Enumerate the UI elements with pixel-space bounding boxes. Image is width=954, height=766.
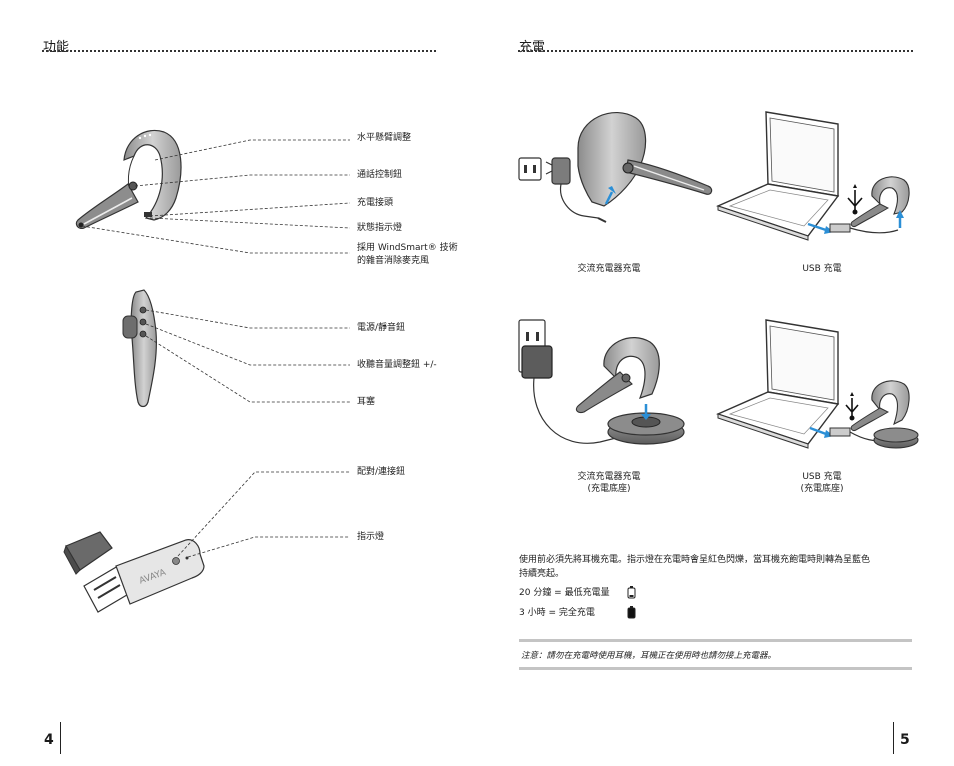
charge-arrow-icon bbox=[604, 191, 614, 205]
caption-ac-base-line1: 交流充電器充電 bbox=[577, 472, 641, 482]
note-text: 注意：請勿在充電時使用耳機，耳機正在使用時也請勿接上充電器。 bbox=[521, 651, 777, 661]
caption-usb-base-line2: (充電底座) bbox=[800, 484, 844, 494]
charging-description-line2: 持續亮起。 bbox=[519, 569, 565, 579]
charge-time-full: 3 小時 = 完全充電 bbox=[519, 608, 595, 618]
page-number-right-bar bbox=[893, 722, 894, 754]
caption-ac-base-line2: (充電底座) bbox=[587, 484, 631, 494]
page-number-left: 4 bbox=[44, 732, 54, 748]
label-power-mute-button: 電源/靜音鈕 bbox=[357, 323, 406, 333]
usb-symbol-icon bbox=[847, 184, 863, 215]
laptop-usb-base-illustration bbox=[716, 319, 840, 449]
headset-small-usb-illustration bbox=[850, 176, 910, 227]
laptop-usb-illustration bbox=[716, 111, 840, 241]
label-microphone: 採用 WindSmart® 技術 的雜音消除麥克風 bbox=[357, 242, 458, 268]
usb-symbol-icon bbox=[845, 392, 859, 421]
wall-outlet-illustration bbox=[518, 157, 607, 223]
label-microphone-line1: 採用 WindSmart® 技術 bbox=[357, 243, 458, 253]
charging-title-rule bbox=[518, 50, 913, 52]
battery-full-icon bbox=[627, 606, 636, 619]
caption-usb-base-line1: USB 充電 bbox=[802, 472, 842, 482]
note-box: 注意：請勿在充電時使用耳機，耳機正在使用時也請勿接上充電器。 bbox=[519, 639, 912, 670]
page-number-left-bar bbox=[60, 722, 61, 754]
label-boom-adjust: 水平懸臂調整 bbox=[357, 133, 412, 143]
label-pair-button: 配對/連接鈕 bbox=[357, 467, 406, 477]
caption-usb-charging: USB 充電 bbox=[802, 264, 842, 274]
charging-description: 使用前必須先將耳機充電。指示燈在充電時會呈紅色閃爍，當耳機充飽電時則轉為呈藍色 … bbox=[519, 553, 914, 581]
features-title-rule bbox=[42, 50, 436, 52]
headset-large-illustration bbox=[577, 112, 713, 207]
outlet-with-adapter-illustration bbox=[518, 319, 617, 444]
label-call-control-button: 通話控制鈕 bbox=[357, 170, 403, 180]
charging-description-line1: 使用前必須先將耳機充電。指示燈在充電時會呈紅色閃爍，當耳機充飽電時則轉為呈藍色 bbox=[519, 555, 871, 565]
label-volume-button: 收聽音量調整鈕 +/- bbox=[357, 360, 437, 370]
label-status-light: 狀態指示燈 bbox=[357, 223, 403, 233]
charging-base-usb-illustration bbox=[873, 427, 919, 449]
usb-adapter-illustration: AVAYA bbox=[63, 531, 205, 613]
charge-time-minimum: 20 分鐘 = 最低充電量 bbox=[519, 588, 610, 598]
battery-low-icon bbox=[627, 586, 636, 599]
caption-ac-base: 交流充電器充電 (充電底座) bbox=[554, 471, 664, 495]
leader-lines bbox=[81, 139, 351, 558]
label-indicator-light: 指示燈 bbox=[357, 532, 385, 542]
headset-on-base-usb-illustration bbox=[850, 380, 910, 431]
label-charging-jack: 充電接頭 bbox=[357, 198, 394, 208]
headset-front-illustration bbox=[75, 129, 182, 229]
page-number-right: 5 bbox=[900, 732, 910, 748]
caption-usb-base: USB 充電 (充電底座) bbox=[767, 471, 877, 495]
headset-side-illustration bbox=[122, 289, 157, 408]
headset-on-base-ac-illustration bbox=[575, 337, 660, 414]
label-microphone-line2: 的雜音消除麥克風 bbox=[357, 256, 430, 266]
label-eartip: 耳塞 bbox=[357, 397, 376, 407]
caption-ac-charging: 交流充電器充電 bbox=[577, 264, 641, 274]
